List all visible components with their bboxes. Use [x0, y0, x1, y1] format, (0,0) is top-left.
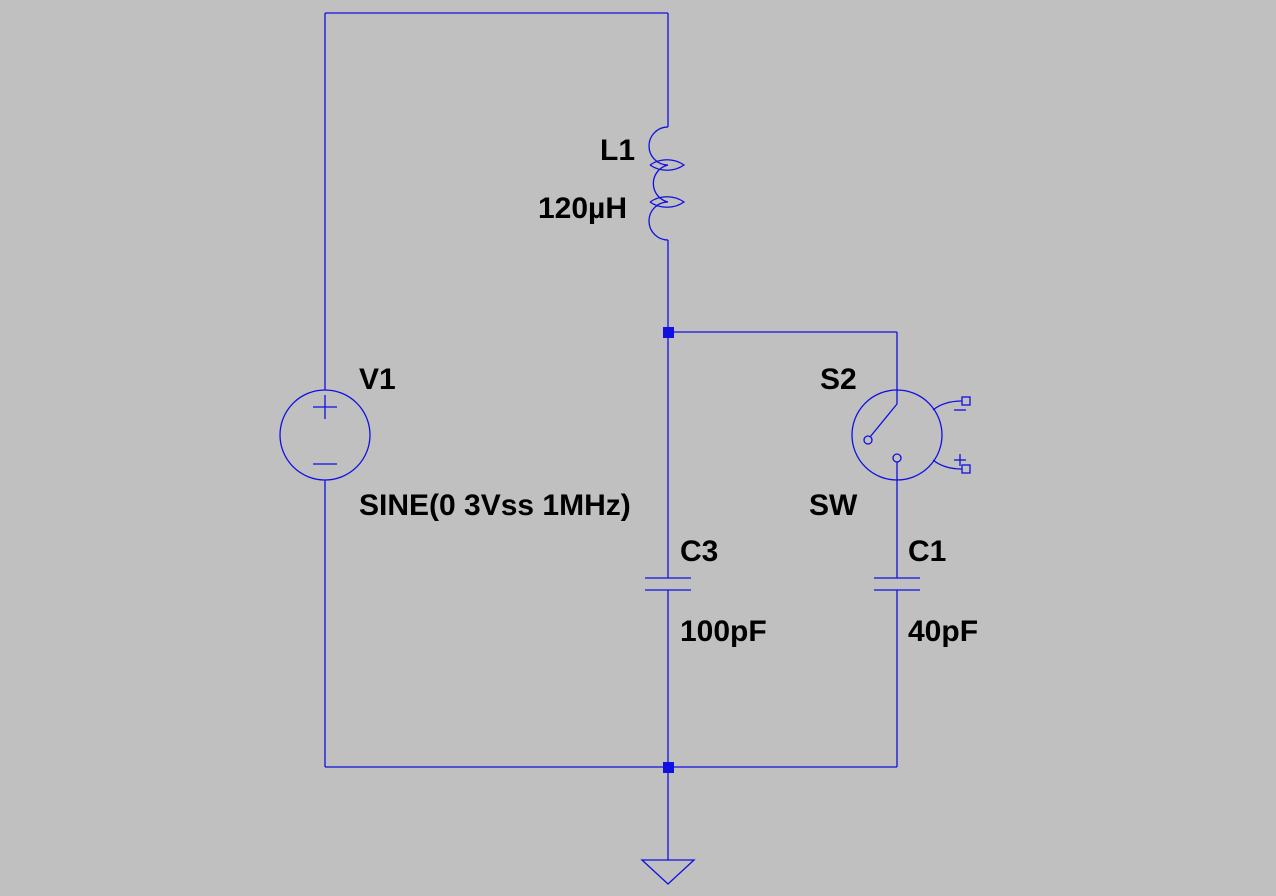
switch-terminal-pos[interactable]	[961, 464, 971, 474]
switch-contact-right	[892, 453, 902, 463]
inductor-coil-loop-2	[649, 196, 686, 208]
s2-value-label: SW	[809, 489, 858, 522]
wires	[324, 12, 898, 860]
switch-control-lead-neg	[932, 400, 963, 411]
inductor-coil	[648, 126, 669, 241]
switch-control-lead-pos	[932, 459, 963, 470]
inductor-l1[interactable]	[648, 126, 686, 241]
capacitor-c1[interactable]	[874, 577, 920, 591]
v1-ref-label: V1	[359, 363, 396, 396]
switch-lever	[869, 403, 898, 438]
junction-top-node	[663, 327, 674, 338]
junction-bottom-node	[663, 762, 674, 773]
c3-ref-label: C3	[680, 535, 718, 568]
v1-value-label: SINE(0 3Vss 1MHz)	[359, 489, 631, 522]
voltage-source-v1[interactable]	[279, 389, 371, 481]
inductor-coil-loop-1	[649, 159, 686, 171]
l1-value-label: 120µH	[538, 192, 627, 225]
c3-value-label: 100pF	[680, 615, 767, 648]
ground-icon[interactable]	[640, 859, 696, 885]
voltage-source-symbol	[279, 389, 371, 481]
c1-value-label: 40pF	[908, 615, 978, 648]
switch-s2[interactable]	[851, 389, 971, 481]
switch-contact-left	[863, 435, 873, 445]
l1-ref-label: L1	[600, 134, 635, 167]
capacitor-c3[interactable]	[645, 577, 691, 591]
switch-terminal-neg[interactable]	[961, 396, 971, 406]
c1-ref-label: C1	[908, 535, 946, 568]
s2-ref-label: S2	[820, 363, 857, 396]
